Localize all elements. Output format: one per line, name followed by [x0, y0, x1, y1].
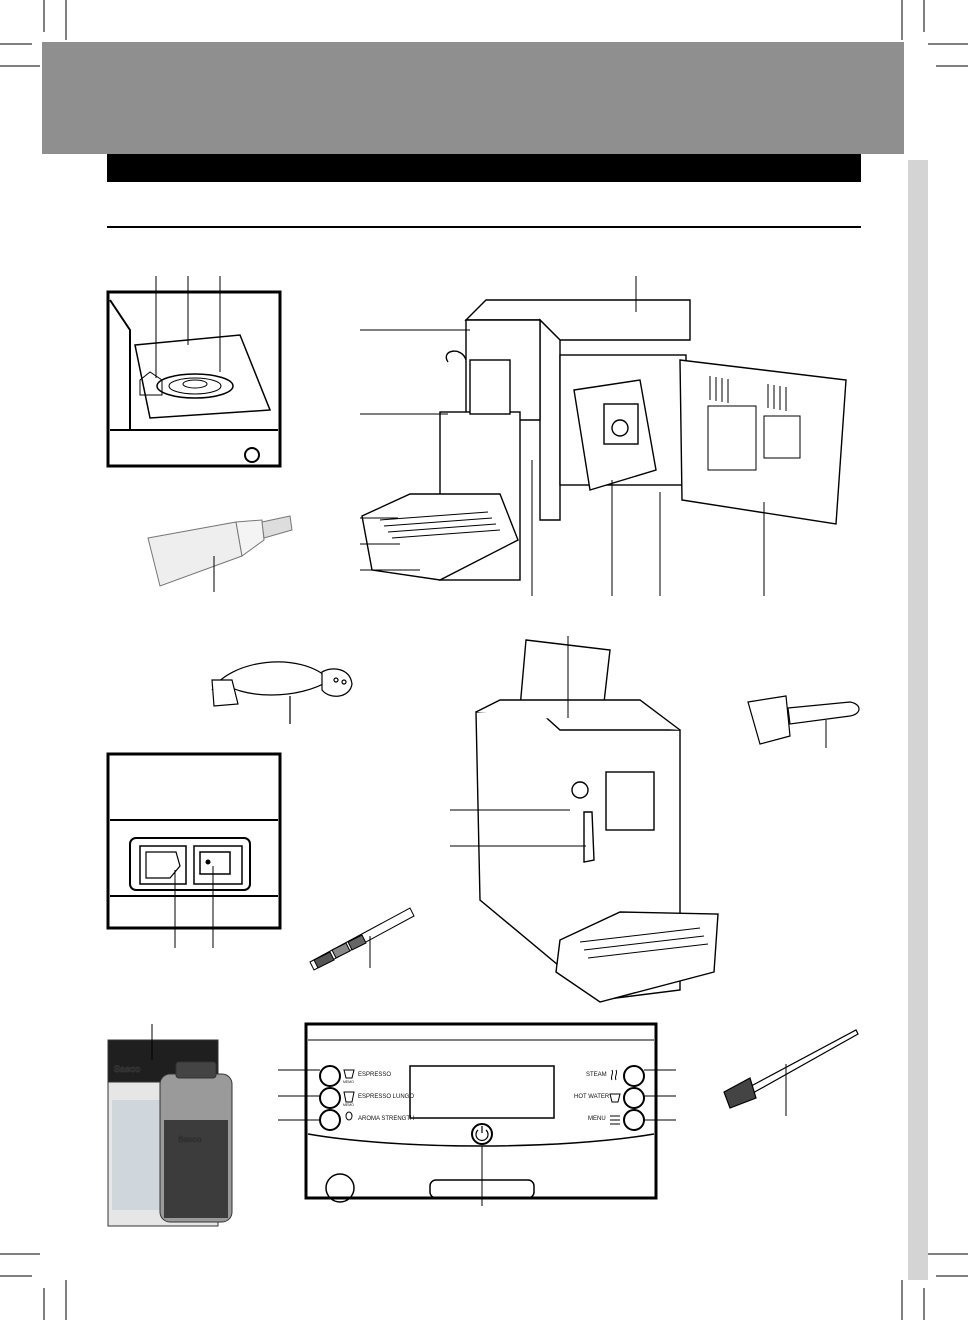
espresso-cup-icon [343, 1069, 355, 1079]
descaler-brand-bottle: Saeco [178, 1135, 202, 1144]
test-strip [309, 907, 415, 971]
aroma-strength-label: AROMA STRENGTH [358, 1116, 414, 1122]
descaler-brand-box: Saeco [114, 1064, 141, 1074]
cleaning-brush [723, 1029, 859, 1116]
steam-icon [610, 1069, 618, 1081]
power-cord [211, 661, 353, 724]
detail-power-switch [106, 752, 282, 948]
espresso-lungo-label: ESPRESSO LUNGO [358, 1094, 414, 1100]
memo-label-1: MEMO [343, 1080, 354, 1084]
espresso-label: ESPRESSO [358, 1072, 391, 1078]
door-vents [709, 376, 787, 411]
header-band [42, 42, 904, 154]
descaler-package: Saeco Saeco [107, 1024, 233, 1227]
hot-water-label: HOT WATER [574, 1094, 610, 1100]
menu-icon [610, 1115, 620, 1125]
machine-open-view [360, 276, 847, 596]
lungo-cup-icon [343, 1091, 355, 1103]
menu-label: MENU [588, 1116, 606, 1122]
steam-label: STEAM [586, 1072, 607, 1078]
coffee-scoop [747, 695, 860, 748]
power-icon [475, 1129, 489, 1141]
hot-water-icon [609, 1093, 621, 1103]
section-title-bar [107, 154, 861, 182]
section-divider [107, 226, 861, 228]
control-panel: ESPRESSO ESPRESSO LUNGO AROMA STRENGTH M… [278, 1022, 676, 1206]
machine-front-view [450, 636, 719, 1003]
side-thumb-tab [908, 160, 928, 1280]
coffee-bean-icon [345, 1111, 353, 1121]
memo-label-2: MEMO [343, 1103, 354, 1107]
lubricant-tube [147, 515, 293, 592]
detail-tank-top [106, 276, 282, 468]
